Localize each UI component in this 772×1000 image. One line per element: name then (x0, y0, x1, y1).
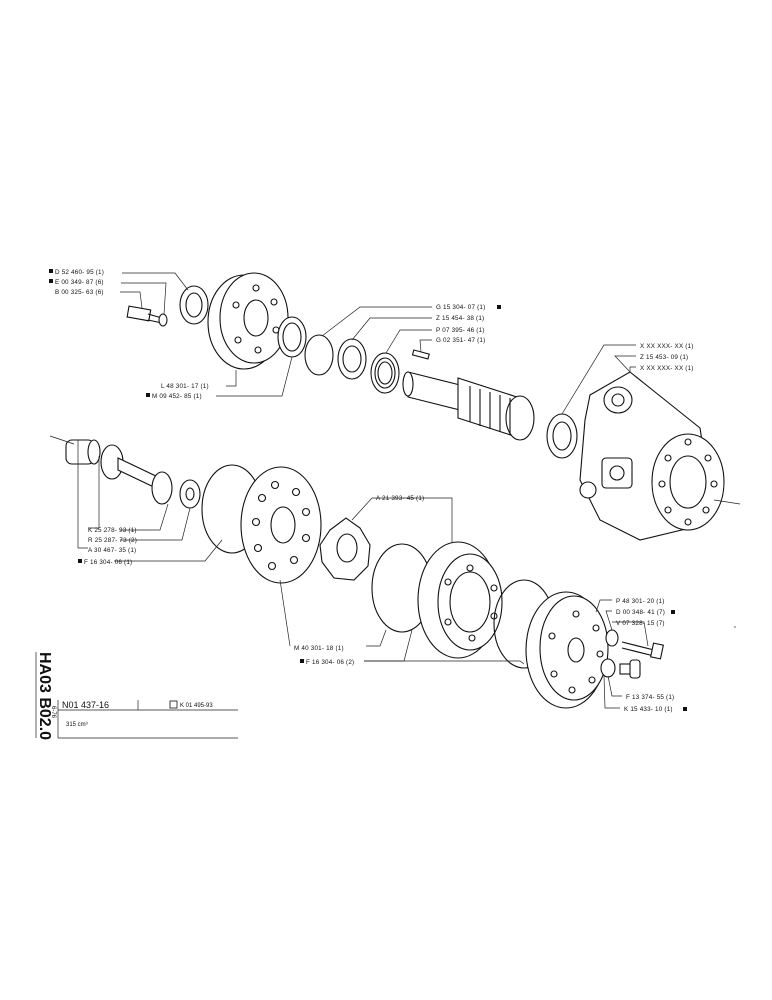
upper-bolt-part (126, 305, 168, 327)
thrust-washer-part (337, 338, 367, 380)
callout-f16b: F 16 304- 06 (2) (306, 659, 354, 666)
callout-l48: L 48 301- 17 (1) (161, 383, 209, 390)
sheet-code-vertical: HA03 B02.0 (36, 652, 53, 740)
front-flange-part (207, 272, 289, 370)
callout-xxa: X XX XXX- XX (1) (640, 343, 694, 350)
gerotor-set-part (417, 541, 503, 659)
callout-xxb: X XX XXX- XX (1) (640, 365, 694, 372)
plug-seal-part (600, 658, 616, 678)
wire-ring-part (304, 334, 334, 376)
sheet-date-vertical: 6-76 (50, 706, 56, 719)
title-block: HA03 B02.0 6-76 N01 437-16 K 01 495-93 3… (35, 652, 238, 740)
callout-k15: K 15 433- 10 (1) (624, 706, 673, 713)
reference-number: K 01 495-93 (180, 703, 213, 709)
callout-d00: D 00 348- 41 (7) (616, 609, 665, 616)
callout-f13: F 13 374- 55 (1) (626, 694, 674, 701)
callout-v07: V 07 328- 15 (7) (616, 620, 665, 627)
callout-k25: K 25 278- 93 (1) (88, 527, 137, 534)
motor-housing-part (579, 371, 725, 541)
leader-lines (49, 272, 741, 709)
shaft-seal-part (546, 413, 578, 459)
cover-bolt-part (621, 641, 664, 660)
callout-z15a: Z 15 454- 38 (1) (436, 315, 484, 322)
seal-ring-part (179, 285, 209, 325)
callout-e00: E 00 349- 87 (6) (55, 279, 104, 286)
callout-p07: P 07 395- 46 (1) (436, 327, 485, 334)
end-cover-part (525, 591, 609, 709)
callout-z15b: Z 15 453- 09 (1) (640, 354, 688, 361)
drain-plug-part (619, 659, 641, 679)
callout-r25: R 25 287- 73 (2) (88, 537, 137, 544)
drawing-number: N01 437-16 (62, 700, 109, 710)
displacement-label: 315 cm³ (66, 722, 88, 728)
callout-p48: P 48 301- 20 (1) (616, 598, 665, 605)
distributor-plate-part (240, 466, 322, 584)
callout-g15: G 15 304- 07 (1) (436, 304, 485, 311)
callout-g02: G 02 351- 47 (1) (436, 337, 485, 344)
callout-m09: M 09 452- 85 (1) (152, 393, 202, 400)
star-rotor-part (319, 517, 371, 581)
callout-d52: D 52 460- 95 (1) (55, 269, 104, 276)
output-shaft-part (402, 371, 535, 441)
callout-f16a: F 16 304- 06 (1) (84, 559, 132, 566)
callout-a30: A 30 467- 35 (1) (88, 547, 136, 554)
cardan-shaft-part (100, 444, 173, 505)
callout-a21: A 21 393- 45 (1) (376, 495, 424, 502)
spacer-washer-part (179, 479, 201, 509)
end-cap-part (65, 439, 101, 465)
key-part (411, 349, 430, 360)
callout-b00: B 00 325- 63 (6) (55, 289, 104, 296)
bolt-washer-part (605, 629, 619, 647)
callout-m40: M 40 301- 18 (1) (294, 645, 344, 652)
